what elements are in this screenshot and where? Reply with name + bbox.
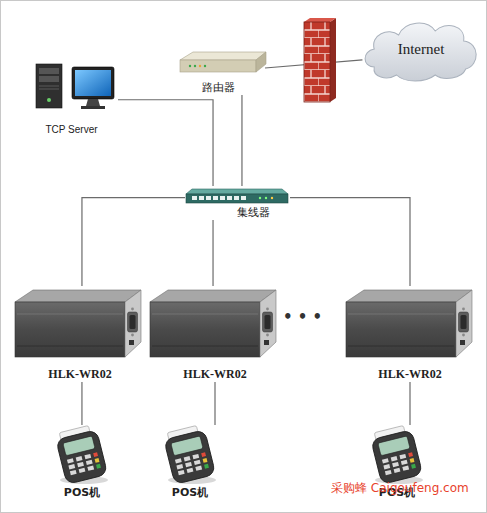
network-cable (265, 60, 362, 68)
wifi-module-node: HLK-WR02 (345, 286, 475, 382)
node-label: 路由器 (202, 82, 235, 95)
network-cable (214, 382, 215, 425)
node-label: HLK-WR02 (183, 368, 246, 382)
node-label: HLK-WR02 (378, 368, 441, 382)
watermark: 采购蜂 Caigoufeng.com (331, 480, 469, 497)
router-node: 路由器 (175, 50, 265, 95)
pos-terminal-node: POS机 (155, 425, 225, 500)
node-label: Internet (398, 41, 445, 58)
network-cable (241, 95, 242, 186)
ellipsis-mark: • • • (283, 308, 322, 326)
node-label: HLK-WR02 (48, 368, 111, 382)
network-cable (81, 382, 82, 425)
pos-terminal-node: POS机 (47, 425, 117, 500)
internet-cloud: Internet (360, 15, 482, 85)
node-label: TCP Server (45, 124, 97, 136)
network-cable (409, 382, 410, 425)
network-cable (290, 198, 410, 286)
network-cable (82, 198, 185, 286)
network-cable (212, 220, 213, 286)
node-label: 集线器 (237, 207, 270, 220)
node-label: POS机 (172, 487, 208, 500)
network-cable (118, 100, 213, 186)
wifi-module-node: HLK-WR02 (15, 286, 145, 382)
hub-node: 集线器 (185, 186, 290, 220)
wifi-module-node: HLK-WR02 (150, 286, 280, 382)
node-label: POS机 (64, 487, 100, 500)
server-node: TCP Server (25, 60, 118, 135)
